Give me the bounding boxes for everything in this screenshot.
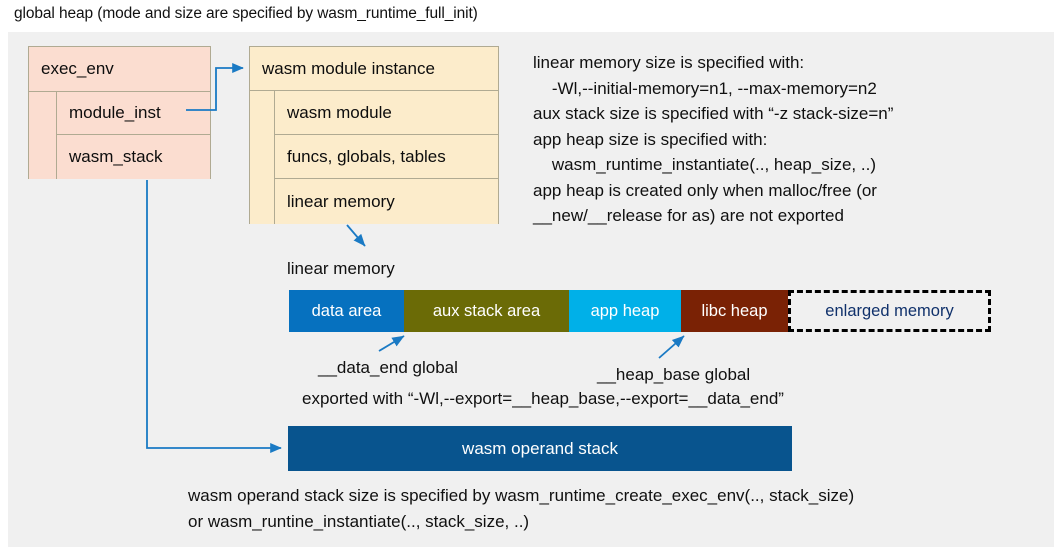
memory-segment-libc-heap: libc heap: [681, 290, 788, 332]
wasm-module-instance-box: wasm module instance wasm module funcs, …: [249, 46, 499, 224]
exec-env-box: exec_env module_inst wasm_stack: [28, 46, 211, 179]
exec-env-fields: module_inst wasm_stack: [57, 92, 210, 179]
exec-env-field-wasm-stack: wasm_stack: [57, 135, 210, 178]
linear-memory-notes: linear memory size is specified with: -W…: [533, 53, 894, 225]
wasm-module-instance-gutter: [250, 91, 275, 224]
exec-env-gutter: [29, 92, 57, 179]
operand-stack-notes: wasm operand stack size is specified by …: [188, 486, 855, 531]
memory-segment-enlarged-memory: enlarged memory: [788, 290, 991, 332]
wmi-field-funcs-globals-tables: funcs, globals, tables: [275, 135, 498, 179]
wasm-operand-stack-box: wasm operand stack: [288, 426, 792, 471]
annotation-exported-globals: exported with “-Wl,--export=__heap_base,…: [302, 389, 784, 408]
wmi-field-linear-memory: linear memory: [275, 179, 498, 224]
annotation-data-end: __data_end global: [318, 358, 458, 377]
exec-env-field-module-inst: module_inst: [57, 92, 210, 135]
wmi-field-wasm-module: wasm module: [275, 91, 498, 135]
memory-segment-data-area: data area: [289, 290, 404, 332]
wasm-module-instance-header: wasm module instance: [250, 47, 498, 91]
wasm-module-instance-body: wasm module funcs, globals, tables linea…: [250, 91, 498, 224]
memory-segment-app-heap: app heap: [569, 290, 681, 332]
exec-env-header: exec_env: [29, 47, 210, 92]
page-title: global heap (mode and size are specified…: [14, 5, 478, 22]
annotation-heap-base: __heap_base global: [597, 365, 751, 384]
wasm-module-instance-fields: wasm module funcs, globals, tables linea…: [275, 91, 498, 224]
linear-memory-caption: linear memory: [287, 259, 395, 278]
memory-segment-aux-stack-area: aux stack area: [404, 290, 569, 332]
exec-env-body: module_inst wasm_stack: [29, 92, 210, 179]
